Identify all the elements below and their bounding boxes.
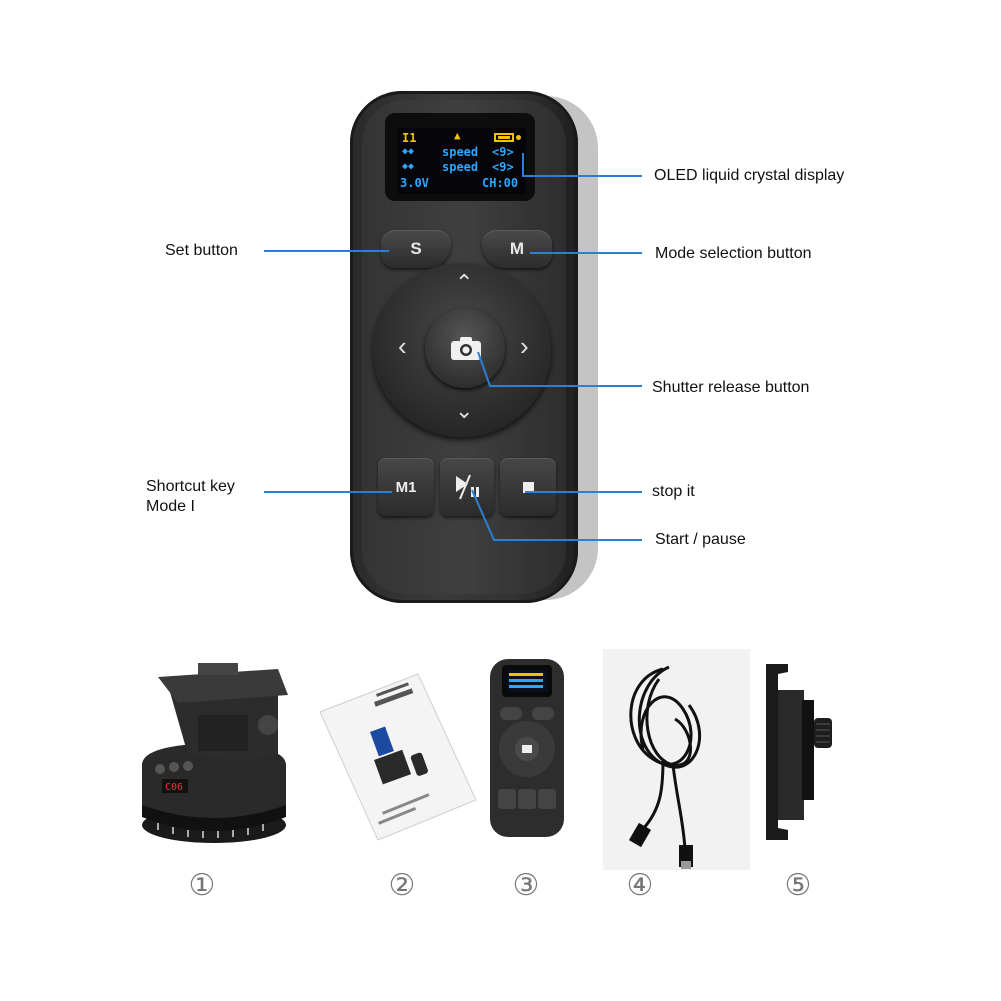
- item-number-4: ④: [626, 868, 654, 903]
- lock-icon: ▲: [454, 129, 461, 142]
- screen-mode: I1: [402, 131, 417, 145]
- set-callout-line: [264, 250, 389, 252]
- item-number-1: ①: [188, 868, 216, 903]
- remote-thumbnail-image: [490, 659, 564, 837]
- set-button[interactable]: S: [381, 230, 451, 268]
- stop-label: stop it: [652, 483, 695, 500]
- chevron-right-icon[interactable]: ›: [520, 331, 529, 361]
- stop-callout-line: [525, 491, 642, 493]
- phone-clip-image: [766, 664, 832, 840]
- cable-photo-background: [603, 649, 750, 870]
- shortcut-label-line1: Shortcut key: [146, 478, 235, 495]
- tilt-speed-value: <9>: [492, 160, 514, 174]
- shortcut-callout-line: [264, 491, 392, 493]
- start-pause-callout-line: [471, 489, 642, 541]
- m1-button[interactable]: M1: [378, 458, 434, 516]
- pan-speed-value: <9>: [492, 145, 514, 159]
- tilt-speed-label: speed: [442, 160, 479, 174]
- shortcut-label-line2: Mode I: [146, 498, 195, 515]
- chevron-down-icon[interactable]: ⌄: [455, 398, 474, 423]
- stop-button[interactable]: [500, 458, 556, 516]
- svg-text:C06: C06: [165, 782, 183, 793]
- shutter-label: Shutter release button: [652, 379, 810, 396]
- item-number-5: ⑤: [784, 868, 812, 903]
- shutter-button[interactable]: [425, 308, 505, 388]
- play-pause-button[interactable]: [440, 458, 494, 516]
- voltage-readout: 3.0V: [400, 176, 429, 190]
- mode-button[interactable]: M: [482, 230, 552, 268]
- chevron-left-icon[interactable]: ‹: [398, 331, 407, 361]
- pan-speed-label: speed: [442, 145, 479, 159]
- chevron-up-icon[interactable]: ⌃: [455, 270, 474, 295]
- mode-selection-label: Mode selection button: [655, 245, 812, 262]
- oled-label: OLED liquid crystal display: [654, 167, 845, 184]
- signal-icon: [516, 135, 521, 140]
- pan-tilt-head-image: C06: [142, 663, 288, 843]
- camera-icon: [451, 337, 481, 360]
- usb-cable-image: [628, 665, 702, 869]
- item-number-3: ③: [512, 868, 540, 903]
- manual-image: [319, 673, 477, 841]
- pan-arrows-icon: ◆◆: [402, 146, 415, 157]
- shutter-callout-line: [477, 351, 642, 387]
- oled-callout-drop: [522, 153, 524, 176]
- oled-display: I1 ▲ ◆◆ speed <9> ◆◆ speed <9> 3.0V CH:0…: [398, 128, 526, 194]
- channel-readout: CH:00: [482, 176, 519, 190]
- tilt-arrows-icon: ◆◆: [402, 161, 415, 172]
- stop-icon: [522, 481, 534, 493]
- start-pause-label: Start / pause: [655, 531, 746, 548]
- set-button-label: Set button: [165, 242, 238, 259]
- item-number-2: ②: [388, 868, 416, 903]
- oled-callout-line: [522, 175, 642, 177]
- mode-callout-line: [530, 252, 642, 254]
- battery-icon: [494, 133, 514, 142]
